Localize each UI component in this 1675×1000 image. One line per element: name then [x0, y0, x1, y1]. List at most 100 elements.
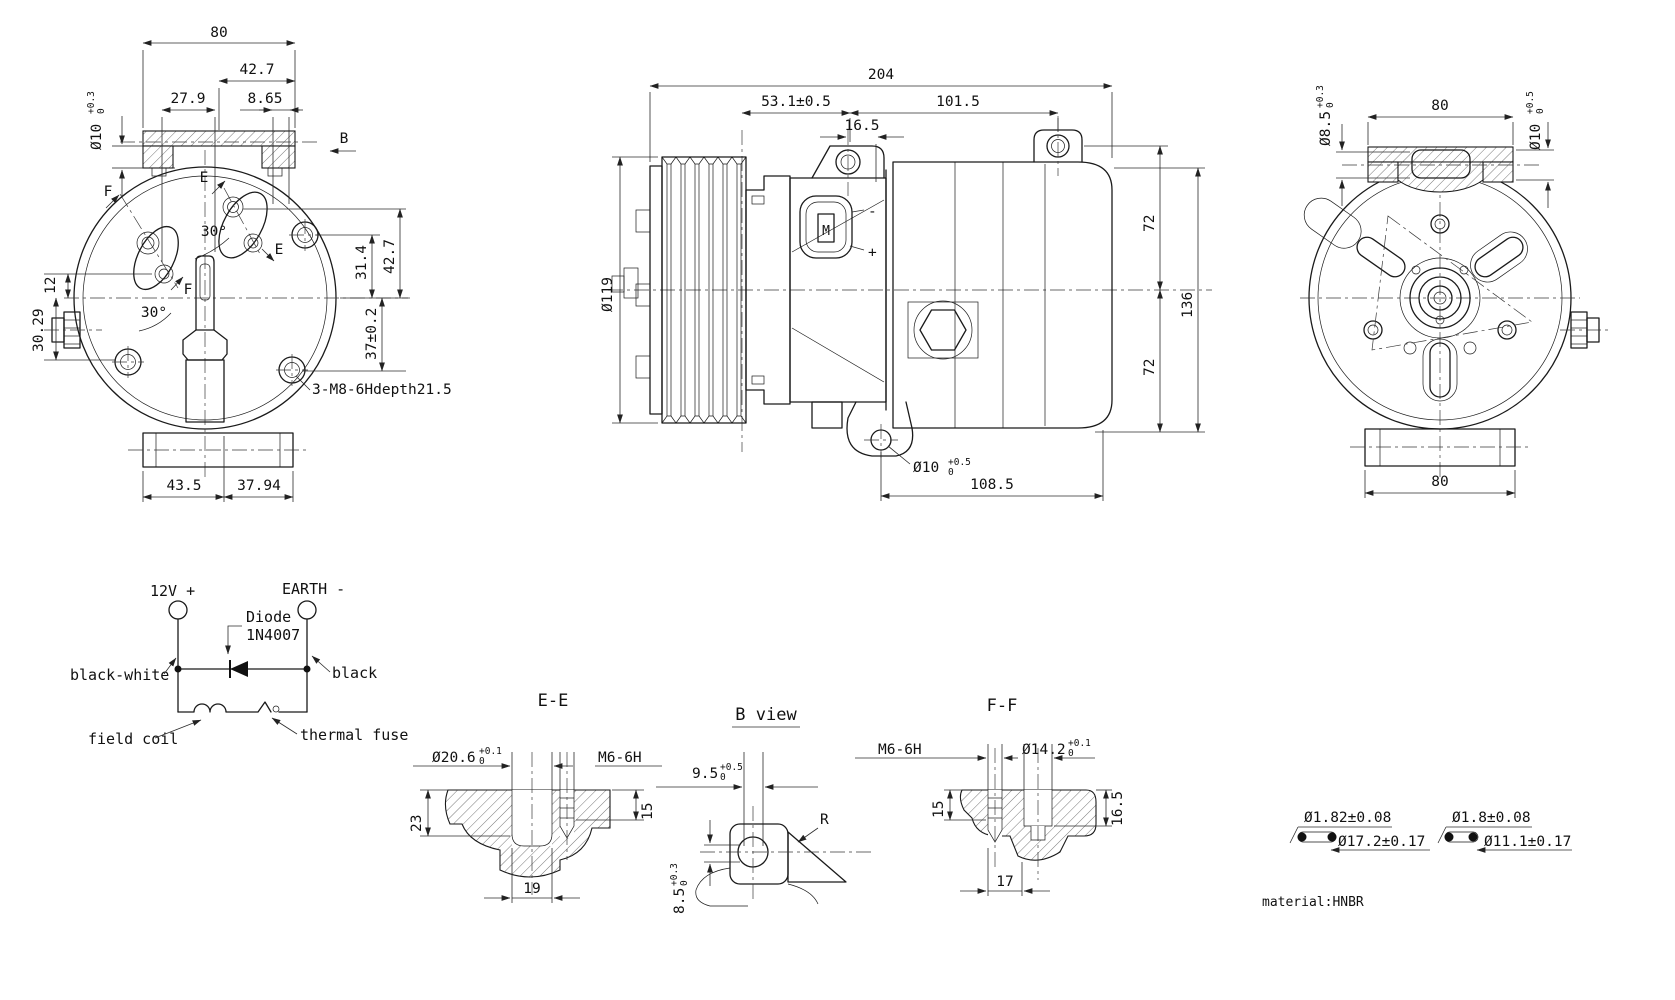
label-section-e-2: E	[275, 242, 284, 258]
label-connector-plus: +	[868, 245, 877, 261]
dim-side-108-5: 108.5	[970, 477, 1014, 493]
side-bottom-ear	[846, 401, 914, 458]
dim-oring2-cs: Ø1.8±0.08	[1452, 810, 1531, 826]
label-wire-black-white: black-white	[70, 666, 169, 684]
dim-rear-42-7-top: 42.7	[240, 62, 275, 78]
label-view-b-arrow: B	[340, 131, 349, 147]
dim-rear-37-94: 37.94	[237, 478, 281, 494]
dim-ee-bore-up: +0.1	[479, 746, 502, 757]
front-clutch-plate	[1303, 197, 1533, 402]
dim-front-hole-dia-main: Ø10	[1528, 124, 1544, 150]
dim-ee-15: 15	[640, 803, 656, 820]
dim-front-80-top: 80	[1431, 98, 1448, 114]
title-section-ff: F-F	[987, 696, 1018, 716]
dim-b-offset-up: +0.3	[669, 863, 680, 886]
dim-ff-16-5: 16.5	[1110, 791, 1126, 826]
b-gusset	[787, 831, 847, 883]
label-earth-terminal: EARTH -	[282, 580, 345, 598]
dim-rear-31-4: 31.4	[354, 245, 370, 280]
dim-front-hole-dia-up: +0.5	[1525, 91, 1536, 114]
label-section-f-2: F	[184, 282, 193, 298]
dim-rear-43-5: 43.5	[167, 478, 202, 494]
dim-side-136: 136	[1180, 292, 1196, 318]
dim-b-slot-up: +0.5	[720, 762, 743, 773]
side-pulley	[611, 156, 747, 424]
dim-rear-42-7-right: 42.7	[382, 239, 398, 274]
dim-ee-thread: M6-6H	[598, 750, 642, 766]
dim-rear-37: 37±0.2	[364, 308, 380, 360]
front-view: 80 Ø8.5 +0.3 0 Ø10 +0.5 0 80	[1300, 85, 1612, 498]
dim-side-hole-dia-main: Ø10	[913, 460, 939, 476]
label-section-e-1: E	[200, 170, 209, 186]
dim-side-53-1: 53.1±0.5	[761, 94, 831, 110]
side-rear-housing	[885, 116, 1113, 429]
rear-dimensions: 80 42.7 27.9 8.65 Ø10 +0.3 0 B	[31, 25, 452, 502]
dim-ff-bore-dn: 0	[1068, 748, 1074, 759]
label-connector-m: M	[822, 224, 830, 239]
dim-rear-slot-dia-dn: 0	[96, 108, 107, 114]
view-b: B view 9.5 +0.5 0 R 8.5 +0.3 0	[656, 705, 872, 914]
dim-ee-19: 19	[523, 881, 540, 897]
label-material: material:HNBR	[1262, 895, 1364, 910]
pulley-grooves	[666, 164, 742, 416]
side-view: M - + 204 53.1±0.5 101.5 16.5 Ø119	[600, 67, 1212, 501]
front-arm-slot-ul	[1303, 197, 1362, 249]
dim-oring1-cs: Ø1.82±0.08	[1304, 810, 1391, 826]
dim-side-72-top: 72	[1142, 215, 1158, 232]
terminal-earth-circle	[297, 600, 317, 620]
dim-front-80-bottom: 80	[1431, 474, 1448, 490]
front-side-port	[1560, 311, 1612, 349]
rear-top-mount-plate	[112, 130, 318, 177]
rear-view: E E F F 30° 30° 80 42.7 27.9 8.65 Ø10	[31, 25, 452, 502]
section-f-f: F-F M6-6H Ø14.2 +0.1 0 15 16.5	[855, 696, 1126, 896]
dim-side-16-5: 16.5	[845, 118, 880, 134]
dim-side-72-bottom: 72	[1142, 359, 1158, 376]
dim-oring1-id: Ø17.2±0.17	[1338, 834, 1425, 850]
label-wire-black: black	[332, 664, 377, 682]
dim-ff-17: 17	[996, 874, 1013, 890]
dim-ee-bore-dn: 0	[479, 756, 485, 767]
dim-rear-slot-dia-main: Ø10	[89, 124, 105, 150]
oring-1: Ø1.82±0.08 Ø17.2±0.17	[1289, 810, 1430, 853]
dim-side-pulley-dia: Ø119	[600, 277, 616, 312]
dim-front-hole-dia: Ø10 +0.5 0	[1525, 91, 1546, 150]
oring-2: Ø1.8±0.08 Ø11.1±0.17	[1437, 810, 1572, 853]
dim-side-hole-dia-up: +0.5	[948, 457, 971, 468]
rear-hub	[182, 255, 228, 423]
dim-front-slot-dia-dn: 0	[1325, 102, 1336, 108]
field-coil-symbol	[177, 701, 272, 713]
dim-front-slot-dia: Ø8.5 +0.3 0	[1315, 85, 1336, 146]
label-section-f-1: F	[104, 184, 113, 200]
dim-rear-8-65: 8.65	[248, 91, 283, 107]
label-angle-30-left: 30°	[141, 305, 167, 321]
label-thermal-fuse: thermal fuse	[300, 726, 408, 744]
label-12v-terminal: 12V +	[150, 582, 195, 600]
dim-ff-thread: M6-6H	[878, 742, 922, 758]
label-b-radius: R	[820, 812, 829, 828]
dim-ee-23: 23	[409, 815, 425, 832]
dim-b-offset: 8.5 +0.3 0	[669, 863, 690, 914]
front-top-mount-plate	[1342, 146, 1542, 193]
dim-b-offset-dn: 0	[679, 880, 690, 886]
dim-ff-bore-main: Ø14.2	[1022, 742, 1066, 758]
title-view-b: B view	[735, 705, 797, 725]
dim-side-204: 204	[868, 67, 894, 83]
dim-b-slot-main: 9.5	[692, 766, 718, 782]
side-connector: M - +	[799, 195, 877, 261]
rear-bottom-block	[128, 432, 308, 468]
front-arm-slot-down	[1422, 338, 1458, 402]
dim-front-slot-dia-up: +0.3	[1315, 85, 1326, 108]
side-front-housing	[789, 130, 887, 429]
rear-lobe-left	[133, 225, 179, 291]
terminal-12v-circle	[168, 600, 188, 620]
dim-rear-top-width: 80	[210, 25, 227, 41]
dim-rear-slot-dia-up: +0.3	[86, 91, 97, 114]
diode-symbol	[230, 661, 248, 677]
rear-lobe-top	[218, 191, 268, 259]
label-angle-30-top: 30°	[201, 224, 227, 240]
label-diode: Diode	[246, 608, 291, 626]
dim-rear-30-29: 30.29	[31, 308, 47, 352]
rear-side-port	[44, 311, 102, 349]
dim-ff-15: 15	[931, 801, 947, 818]
